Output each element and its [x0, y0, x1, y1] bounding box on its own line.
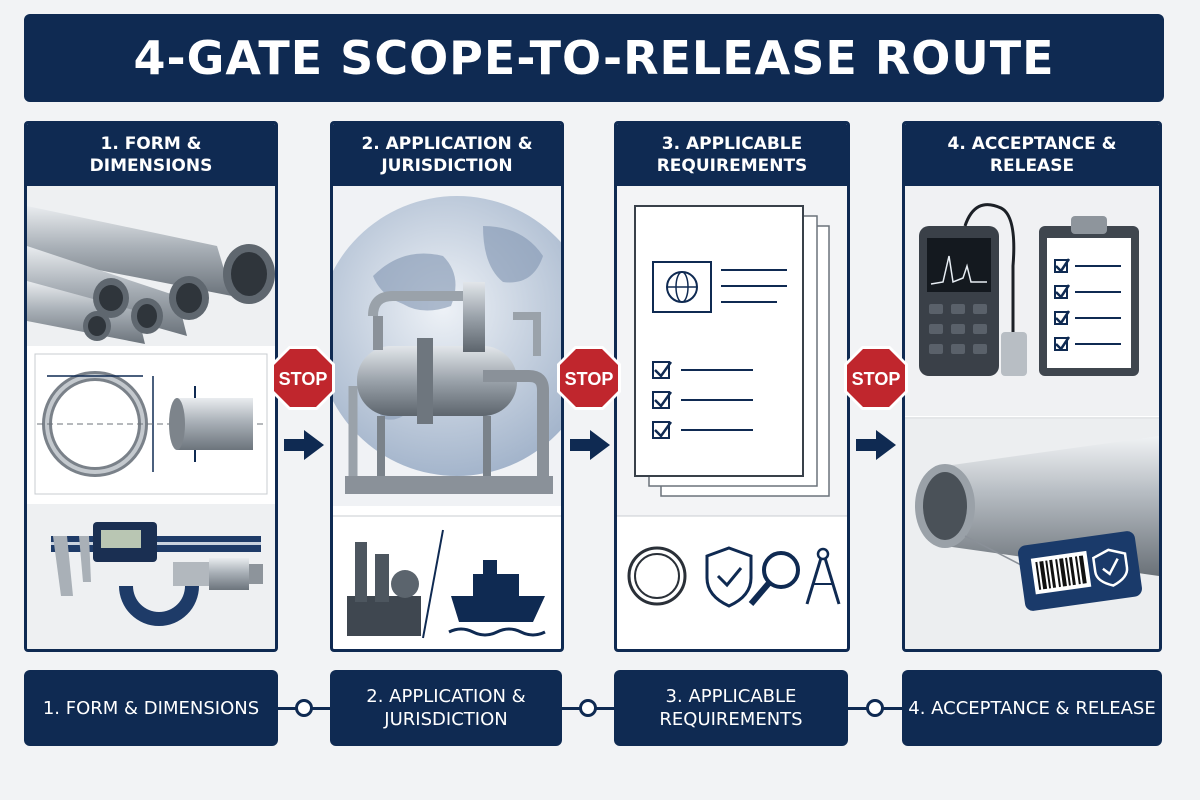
gate-3-heading: 3. APPLICABLE REQUIREMENTS: [656, 134, 808, 176]
checklist-icon: [652, 361, 753, 439]
route-step-1-label: 1. FORM & DIMENSIONS: [42, 697, 260, 719]
arrow-right-icon: [570, 430, 610, 460]
route-node-3: [866, 699, 884, 717]
cross-section-diagram-icon: [34, 353, 268, 495]
route-step-2-label: 2. APPLICATION & JURISDICTION: [366, 686, 526, 730]
ship-icon: [448, 560, 546, 637]
pipes-icon: [27, 186, 275, 346]
gate-2-heading-bar: 2. APPLICATION & JURISDICTION: [333, 124, 561, 186]
gate-panel-3: 3. APPLICABLE REQUIREMENTS: [614, 121, 850, 652]
process-equipment-icon: [345, 282, 553, 494]
gate-1-illustration: [27, 186, 275, 649]
stop-label-1: STOP: [279, 369, 328, 389]
gate-panel-2: 2. APPLICATION & JURISDICTION: [330, 121, 564, 652]
stop-sign-3: STOP: [844, 346, 908, 410]
route-step-1: 1. FORM & DIMENSIONS: [24, 670, 278, 746]
stop-label-3: STOP: [852, 369, 901, 389]
ultrasonic-tester-icon: [919, 203, 1027, 376]
document-stack-icon: [634, 205, 830, 497]
route-step-3: 3. APPLICABLE REQUIREMENTS: [614, 670, 848, 746]
route-node-1: [295, 699, 313, 717]
gate-4-heading: 4. ACCEPTANCE & RELEASE: [947, 134, 1117, 176]
diagram-title: 4-GATE SCOPE-TO-RELEASE ROUTE: [133, 31, 1055, 85]
arrow-right-icon: [284, 430, 324, 460]
gate-2-heading: 2. APPLICATION & JURISDICTION: [361, 134, 533, 176]
gate-4-illustration: [905, 186, 1159, 649]
shield-check-icon: [705, 546, 753, 608]
route-node-2: [579, 699, 597, 717]
route-step-3-label: 3. APPLICABLE REQUIREMENTS: [659, 686, 803, 730]
ring-icon: [627, 546, 687, 606]
compass-icon: [805, 547, 841, 605]
barcode-tag-icon: [964, 531, 1142, 611]
title-banner: 4-GATE SCOPE-TO-RELEASE ROUTE: [24, 14, 1164, 102]
arrow-right-icon: [856, 430, 896, 460]
micrometer-icon: [119, 558, 263, 626]
gate-2-illustration: [333, 186, 561, 639]
magnifier-icon: [748, 551, 800, 606]
route-step-4-label: 4. ACCEPTANCE & RELEASE: [908, 697, 1156, 719]
stop-label-2: STOP: [565, 369, 614, 389]
gate-1-heading-bar: 1. FORM & DIMENSIONS: [27, 124, 275, 186]
gate-4-heading-bar: 4. ACCEPTANCE & RELEASE: [905, 124, 1159, 186]
gate-1-heading: 1. FORM & DIMENSIONS: [89, 134, 213, 176]
stop-sign-1: STOP: [271, 346, 335, 410]
gate-panel-4: 4. ACCEPTANCE & RELEASE: [902, 121, 1162, 652]
route-step-4: 4. ACCEPTANCE & RELEASE: [902, 670, 1162, 746]
refinery-icon: [347, 529, 444, 639]
route-step-2: 2. APPLICATION & JURISDICTION: [330, 670, 562, 746]
gate-3-illustration: [617, 186, 847, 608]
stop-sign-2: STOP: [557, 346, 621, 410]
gate-3-heading-bar: 3. APPLICABLE REQUIREMENTS: [617, 124, 847, 186]
gate-panel-1: 1. FORM & DIMENSIONS: [24, 121, 278, 652]
clipboard-checklist-icon: [1039, 216, 1139, 376]
globe-icon: [333, 196, 561, 476]
